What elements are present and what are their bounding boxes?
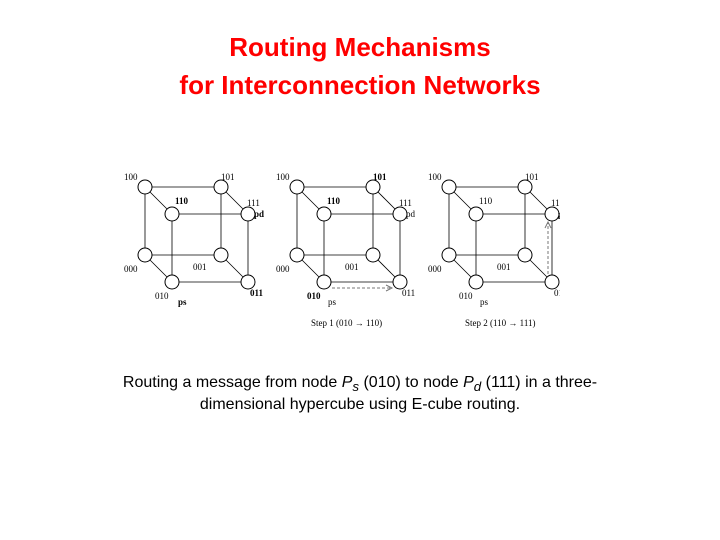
arrow-head-icon [544, 220, 552, 229]
label-110: 110 [175, 196, 189, 206]
slide-title-line-2: for Interconnection Networks [179, 70, 541, 100]
node-010 [316, 274, 332, 290]
dest-node-subscript: d [473, 379, 482, 395]
node-000 [137, 247, 153, 263]
label-source: ps [328, 297, 337, 307]
node-111 [544, 206, 560, 222]
node-001 [213, 247, 229, 263]
label-011: 011 [554, 288, 560, 298]
label-000: 000 [276, 264, 290, 274]
label-001: 001 [497, 262, 511, 272]
node-100 [137, 179, 153, 195]
figure-caption-line-2: dimensional hypercube using E-cube routi… [199, 396, 521, 413]
label-100: 100 [276, 172, 290, 182]
caption-text: (111) in a three- [481, 374, 598, 391]
label-001: 001 [193, 262, 207, 272]
node-101 [213, 179, 229, 195]
node-100 [289, 179, 305, 195]
node-111 [240, 206, 256, 222]
step-2-caption: Step 2 (110 → 111) [465, 318, 536, 328]
label-001: 001 [345, 262, 359, 272]
label-111: 111 [247, 198, 260, 208]
label-111: 111 [551, 198, 560, 208]
label-source: ps [480, 297, 489, 307]
source-node-subscript: s [352, 379, 360, 395]
hypercube-step-1: 100 101 110 111 pd 000 001 010 ps 011 St… [276, 172, 416, 328]
node-101 [365, 179, 381, 195]
label-dest: pd [406, 209, 416, 219]
hypercube-initial: 100 101 110 111 pd 000 001 010 ps 011 [124, 172, 264, 307]
label-101: 101 [525, 172, 539, 182]
label-011: 011 [402, 288, 415, 298]
node-011 [544, 274, 560, 290]
node-110 [164, 206, 180, 222]
label-101: 101 [221, 172, 235, 182]
label-010: 010 [307, 291, 321, 301]
node-001 [517, 247, 533, 263]
node-100 [441, 179, 457, 195]
node-000 [441, 247, 457, 263]
label-dest: pd [558, 210, 560, 219]
node-011 [392, 274, 408, 290]
label-100: 100 [428, 172, 442, 182]
label-source: ps [178, 297, 187, 307]
label-110: 110 [479, 196, 493, 206]
hypercube-step-2: 100 101 110 111 pd 000 001 010 ps 011 St… [428, 172, 560, 328]
node-101 [517, 179, 533, 195]
dest-node-symbol: P [463, 374, 474, 391]
node-010 [164, 274, 180, 290]
label-100: 100 [124, 172, 138, 182]
caption-text: Routing a message from node [122, 374, 342, 391]
label-111: 111 [399, 198, 412, 208]
node-001 [365, 247, 381, 263]
label-011: 011 [250, 288, 264, 298]
label-101: 101 [373, 172, 387, 182]
source-node-symbol: P [341, 374, 353, 391]
node-010 [468, 274, 484, 290]
node-011 [240, 274, 256, 290]
label-110: 110 [327, 196, 341, 206]
label-010: 010 [459, 291, 473, 301]
slide-title-line-1: Routing Mechanisms [229, 32, 491, 62]
label-dest: pd [254, 209, 264, 219]
label-010: 010 [155, 291, 169, 301]
node-000 [289, 247, 305, 263]
figure-caption-line-1: Routing a message from node Ps (010) to … [40, 372, 680, 398]
node-110 [468, 206, 484, 222]
label-000: 000 [428, 264, 442, 274]
node-110 [316, 206, 332, 222]
node-111 [392, 206, 408, 222]
label-000: 000 [124, 264, 138, 274]
hypercube-figure: 100 101 110 111 pd 000 001 010 ps 011 10 [124, 172, 560, 328]
step-1-caption: Step 1 (010 → 110) [311, 318, 382, 328]
caption-text: (010) to node [359, 374, 464, 391]
arrow-head-icon [385, 284, 394, 292]
